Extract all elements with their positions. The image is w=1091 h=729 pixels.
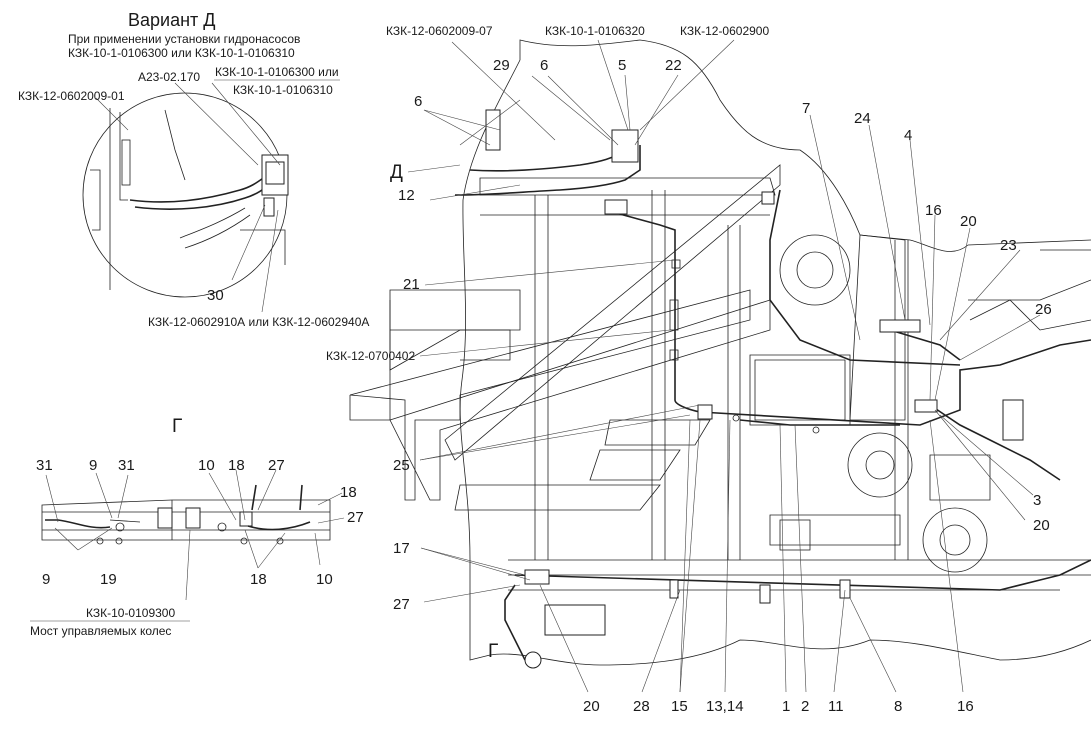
- label-6-b: 6: [414, 93, 422, 110]
- label-29: 29: [493, 57, 510, 74]
- label-13-14: 13,14: [706, 698, 744, 715]
- view-g-label-main: Г: [488, 641, 498, 662]
- label-3: 3: [1033, 492, 1041, 509]
- variant-d-subtitle-2: КЗК-10-1-0106300 или КЗК-10-1-0106310: [68, 46, 295, 60]
- label-4: 4: [904, 127, 912, 144]
- callout-a23-02-170: А23-02.170: [138, 70, 200, 84]
- callout-30: 30: [207, 287, 224, 304]
- callout-700402: КЗК-12-0700402: [326, 349, 415, 363]
- callout-602009-01: КЗК-12-0602009-01: [18, 89, 125, 103]
- variant-d-title: Вариант Д: [128, 10, 215, 30]
- callout-109300: КЗК-10-0109300: [86, 606, 175, 620]
- label-16-b: 16: [957, 698, 974, 715]
- axle-label-10-b: 10: [316, 571, 333, 588]
- label-22: 22: [665, 57, 682, 74]
- axle-label-9-a: 9: [89, 457, 97, 474]
- label-23: 23: [1000, 237, 1017, 254]
- label-11: 11: [828, 698, 844, 715]
- axle-label-9-b: 9: [42, 571, 50, 588]
- axle-label-27-b: 27: [347, 509, 364, 526]
- main-view: [349, 39, 1091, 693]
- label-12: 12: [398, 187, 415, 204]
- view-g-label-left: Г: [172, 416, 182, 437]
- label-27: 27: [393, 596, 410, 613]
- callout-602910a: КЗК-12-0602910А или КЗК-12-0602940А: [148, 315, 369, 329]
- label-2: 2: [801, 698, 809, 715]
- label-15: 15: [671, 698, 688, 715]
- axle-label-18-c: 18: [250, 571, 267, 588]
- label-6-a: 6: [540, 57, 548, 74]
- callout-106320: КЗК-10-1-0106320: [545, 24, 645, 38]
- label-21: 21: [403, 276, 420, 293]
- callout-602009-07: КЗК-12-0602009-07: [386, 24, 493, 38]
- view-d-label: Д: [390, 162, 403, 183]
- label-20-a: 20: [960, 213, 977, 230]
- variant-d-subtitle-1: При применении установки гидронасосов: [68, 32, 300, 46]
- label-20-c: 20: [583, 698, 600, 715]
- axle-label-18-b: 18: [340, 484, 357, 501]
- axle-label-18-a: 18: [228, 457, 245, 474]
- label-7: 7: [802, 100, 810, 117]
- label-20-b: 20: [1033, 517, 1050, 534]
- label-25: 25: [393, 457, 410, 474]
- axle-label-19: 19: [100, 571, 117, 588]
- label-26: 26: [1035, 301, 1052, 318]
- detail-d-circle: [82, 92, 288, 298]
- label-17: 17: [393, 540, 410, 557]
- callout-106310: КЗК-10-1-0106310: [233, 83, 333, 97]
- label-8: 8: [894, 698, 902, 715]
- label-24: 24: [854, 110, 871, 127]
- label-16-a: 16: [925, 202, 942, 219]
- axle-label-31-a: 31: [36, 457, 53, 474]
- steered-axle-view: Г: [30, 416, 345, 622]
- label-5: 5: [618, 57, 626, 74]
- axle-label-31-b: 31: [118, 457, 135, 474]
- detail-d-inset: [82, 79, 340, 313]
- axle-label-10-a: 10: [198, 457, 215, 474]
- callout-602900: КЗК-12-0602900: [680, 24, 769, 38]
- callout-106300-or: КЗК-10-1-0106300 или: [215, 65, 339, 79]
- callout-steered-axle: Мост управляемых колес: [30, 624, 171, 638]
- label-28: 28: [633, 698, 650, 715]
- label-1: 1: [782, 698, 790, 715]
- axle-label-27-a: 27: [268, 457, 285, 474]
